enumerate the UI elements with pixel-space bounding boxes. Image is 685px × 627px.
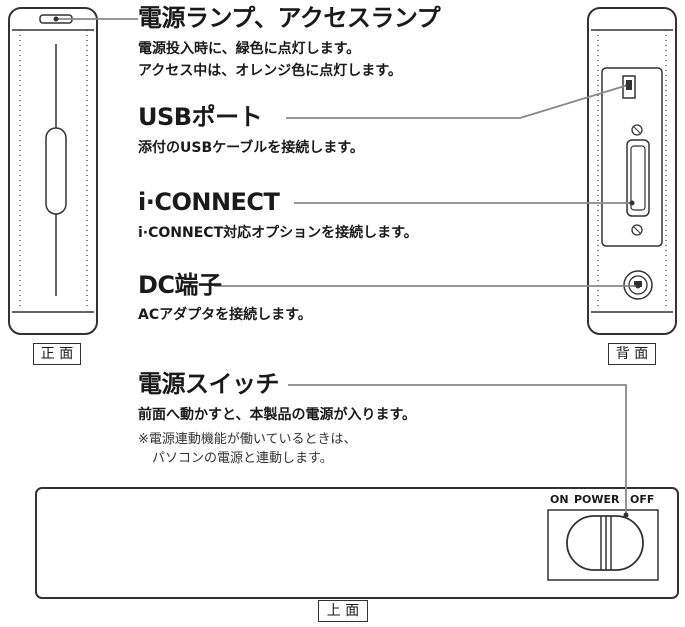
leader-lines (56, 18, 638, 515)
switch-on-label: ON (550, 493, 569, 506)
usb-callout-desc: 添付のUSBケーブルを接続します。 (138, 140, 364, 156)
iconnect-callout-title: i·CONNECT (138, 188, 280, 216)
top-view-label: 上 面 (318, 600, 368, 622)
switch-callout-note-2: パソコンの電源と連動します。 (152, 451, 333, 466)
dc-callout-desc: ACアダプタを接続します。 (138, 307, 312, 323)
leader-dots (53, 16, 641, 518)
switch-power-label: POWER (574, 493, 620, 506)
dc-callout-title: DC端子 (138, 271, 222, 299)
power-switch-knob (566, 515, 644, 571)
back-view-label: 背 面 (608, 343, 656, 365)
usb-leader (286, 84, 629, 119)
top-view-device (35, 487, 679, 599)
lamp-callout-desc-2: アクセス中は、オレンジ色に点灯します。 (138, 63, 402, 79)
switch-callout-title: 電源スイッチ (138, 370, 280, 398)
front-view-label: 正 面 (33, 343, 81, 365)
usb-callout-title: USBポート (138, 103, 263, 131)
iconnect-callout-desc: i·CONNECT対応オプションを接続します。 (138, 225, 418, 241)
switch-callout-note-1: ※電源連動機能が働いているときは、 (138, 432, 357, 447)
switch-off-label: OFF (630, 493, 655, 506)
switch-leader (288, 384, 627, 515)
switch-callout-desc: 前面へ動かすと、本製品の電源が入ります。 (138, 407, 417, 423)
front-panel-button (45, 127, 67, 215)
lamp-callout-title: 電源ランプ、アクセスランプ (138, 4, 441, 32)
front-view-device (8, 7, 98, 335)
lamp-callout-desc-1: 電源投入時に、緑色に点灯します。 (138, 41, 361, 57)
